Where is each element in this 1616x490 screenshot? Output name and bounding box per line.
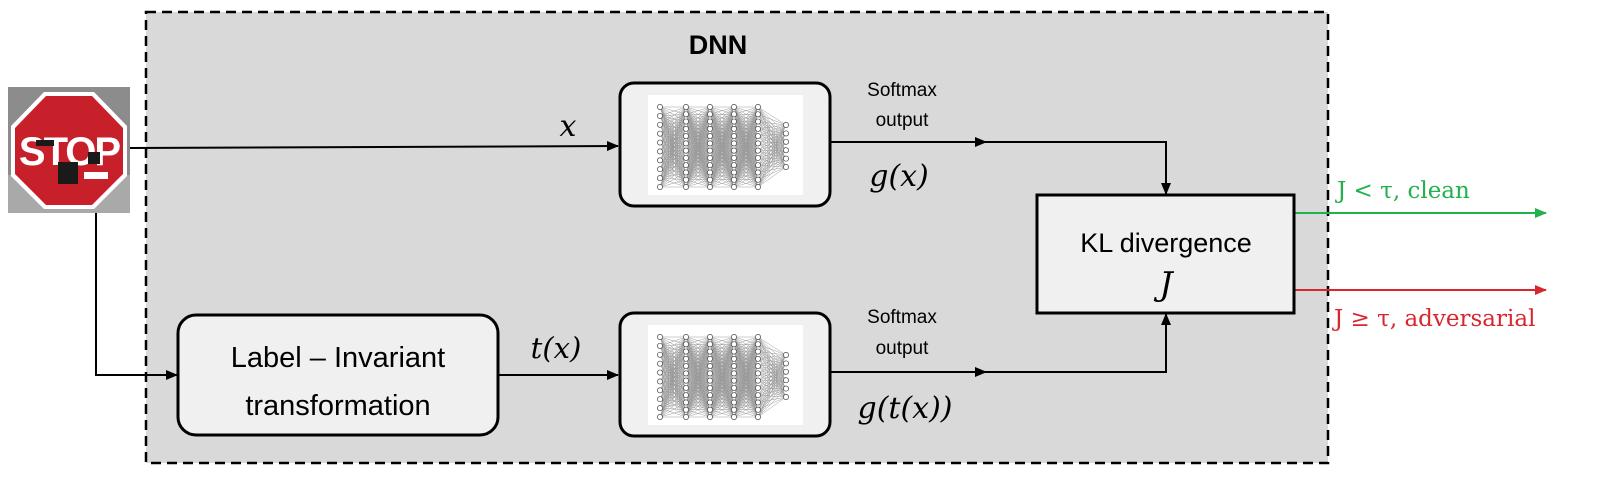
- label-softmax-bottom: Softmax: [867, 307, 937, 328]
- kl-divergence-box: KL divergence J: [1035, 193, 1296, 315]
- kl-divergence-symbol: J: [1153, 264, 1174, 303]
- label-gtx: g(t(x)): [858, 391, 953, 426]
- label-output-top: output: [876, 110, 930, 131]
- label-softmax-top: Softmax: [867, 80, 937, 101]
- transformation-line2: transformation: [245, 390, 430, 422]
- output-adversarial-label: J ≥ τ, adversarial: [1332, 306, 1535, 332]
- arrow-to-kl-bottom: [986, 313, 1171, 373]
- arrow-input-to-dnn-top: [129, 141, 619, 152]
- dnn-box-top: [618, 81, 832, 208]
- neural-network-icon-top: [648, 95, 803, 195]
- kl-divergence-label: KL divergence: [1080, 228, 1252, 258]
- transformation-box: Label – Invariant transformation: [176, 313, 500, 437]
- label-tx: t(x): [531, 331, 582, 365]
- dnn-box-bottom: [618, 311, 832, 438]
- transformation-line1: Label – Invariant: [231, 342, 445, 374]
- label-output-bottom: output: [876, 338, 930, 359]
- label-gx: g(x): [869, 159, 929, 194]
- dnn-title: DNN: [689, 30, 748, 60]
- neural-network-icon-bottom: [648, 325, 803, 425]
- arrow-to-kl-top: [986, 141, 1171, 195]
- output-clean-label: J < τ, clean: [1335, 178, 1470, 204]
- label-x: x: [560, 109, 577, 144]
- stop-sign-image: STOP: [8, 87, 130, 213]
- arrow-input-to-transformation: [95, 213, 178, 380]
